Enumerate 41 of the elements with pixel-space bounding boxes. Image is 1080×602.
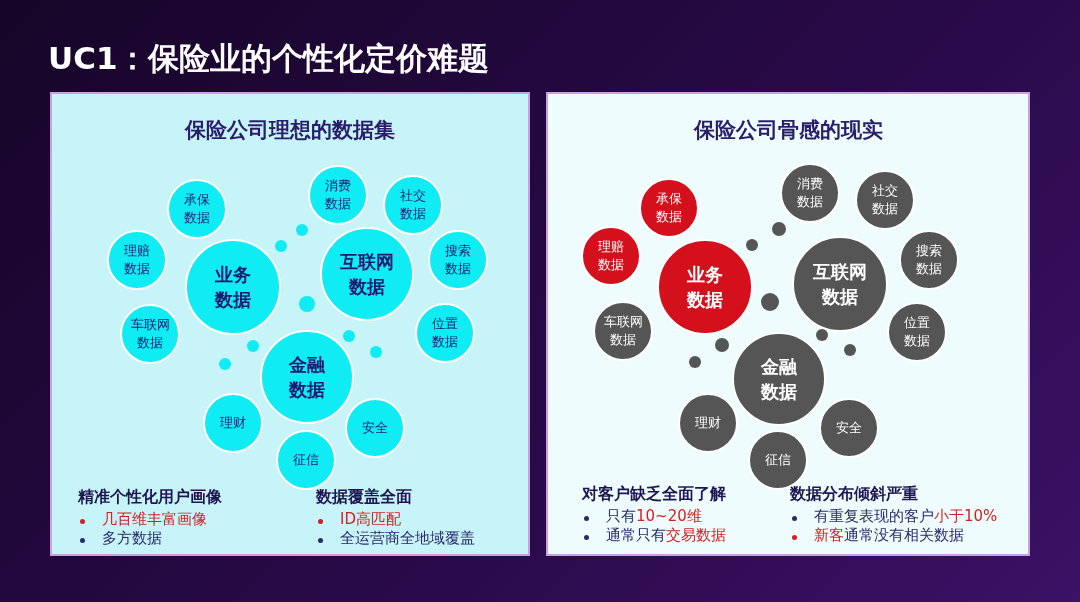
circle: 安全 bbox=[819, 398, 879, 458]
circle: 承保数据 bbox=[639, 178, 699, 238]
circle: 位置数据 bbox=[415, 303, 475, 363]
list-heading: 精准个性化用户画像 bbox=[78, 488, 222, 506]
title: UC1：保险业的个性化定价难题 bbox=[48, 39, 490, 78]
circle: 车联网数据 bbox=[120, 304, 180, 364]
circle: 位置数据 bbox=[887, 302, 947, 362]
bullet-text: 只有10~20维 bbox=[606, 507, 702, 525]
panel bbox=[50, 92, 530, 556]
circle: 消费数据 bbox=[780, 163, 840, 223]
bullet-text: 新客通常没有相关数据 bbox=[814, 526, 964, 544]
circle: 搜索数据 bbox=[428, 230, 488, 290]
large-circle: 互联网数据 bbox=[320, 227, 414, 321]
circle: 理赔数据 bbox=[107, 230, 167, 290]
large-circle: 业务数据 bbox=[657, 239, 753, 335]
large-circle: 互联网数据 bbox=[792, 236, 888, 332]
circle: 消费数据 bbox=[308, 165, 368, 225]
panel-heading: 保险公司骨感的现实 bbox=[693, 117, 883, 144]
bullet-text: 有重复表现的客户小于10% bbox=[814, 507, 998, 525]
circle: 社交数据 bbox=[383, 175, 443, 235]
circle: 理赔数据 bbox=[581, 226, 641, 286]
panel bbox=[546, 92, 1030, 556]
circle: 理财 bbox=[678, 393, 738, 453]
list-heading: 数据覆盖全面 bbox=[316, 488, 412, 506]
large-circle: 业务数据 bbox=[185, 239, 281, 335]
panel-heading: 保险公司理想的数据集 bbox=[185, 117, 395, 144]
large-circle: 金融数据 bbox=[260, 330, 354, 424]
large-circle: 金融数据 bbox=[732, 332, 826, 426]
circle: 安全 bbox=[345, 398, 405, 458]
bullet-text: 通常只有交易数据 bbox=[606, 526, 726, 544]
circle: 车联网数据 bbox=[593, 301, 653, 361]
bullet-text: 全运营商全地域覆盖 bbox=[340, 529, 475, 547]
circle: 理财 bbox=[203, 393, 263, 453]
circle: 征信 bbox=[276, 430, 336, 490]
circle: 承保数据 bbox=[167, 179, 227, 239]
circle: 搜索数据 bbox=[899, 230, 959, 290]
list-heading: 对客户缺乏全面了解 bbox=[582, 485, 726, 503]
bullet-text: ID高匹配 bbox=[340, 510, 401, 528]
bullet-text: 几百维丰富画像 bbox=[102, 510, 207, 528]
circle: 社交数据 bbox=[855, 170, 915, 230]
bullet-text: 多方数据 bbox=[102, 529, 162, 547]
